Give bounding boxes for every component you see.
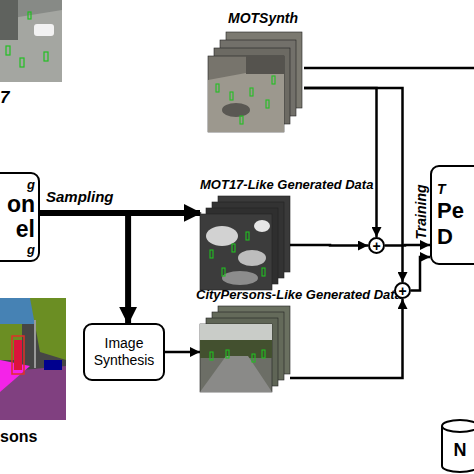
node-text: Image Synthesis — [85, 335, 163, 369]
image-stack: CityPersons-Like Generated Data — [200, 306, 290, 392]
connector-arrow — [385, 244, 430, 247]
process-box: TPeD — [430, 165, 474, 265]
node-text: CityPersons-Like Generated Data — [196, 287, 402, 302]
database-node: N — [442, 430, 474, 470]
node-text: + — [372, 239, 380, 253]
connector-arrow — [290, 299, 403, 378]
node-text: g — [27, 177, 35, 192]
segmentation-frame: sons — [0, 298, 66, 420]
connector-arrow — [165, 351, 200, 354]
process-box: Image Synthesis — [83, 323, 165, 381]
node-text: MOT17-Like Generated Data — [200, 177, 373, 192]
connector-arrow — [40, 213, 128, 323]
node-text: N — [454, 440, 467, 460]
node-text: Pe — [437, 198, 464, 224]
connector-arrow — [411, 257, 430, 291]
node-text: sons — [0, 428, 37, 446]
sum-circle: + — [368, 237, 385, 254]
node-text: on — [7, 192, 35, 217]
sum-circle: + — [394, 282, 411, 299]
connector-arrow — [40, 210, 200, 216]
segmentation-map — [0, 298, 66, 420]
node-text: D — [437, 224, 453, 250]
image-stack: MOT17-Like Generated Data — [200, 196, 290, 290]
photo-frame: 7 — [0, 0, 62, 82]
process-box: gonelg — [0, 172, 40, 262]
node-text: el — [16, 217, 35, 242]
street-photo — [0, 0, 62, 82]
node-text: + — [398, 284, 406, 298]
image-stack — [200, 306, 290, 392]
node-text: T — [437, 180, 446, 198]
image-stack — [200, 196, 290, 290]
node-text: MOTSynth — [228, 10, 298, 26]
image-stack: MOTSynth — [208, 32, 304, 132]
node-text: 7 — [0, 88, 9, 108]
connector-arrow — [290, 244, 368, 247]
node-text: g — [27, 242, 35, 257]
connector-arrow — [304, 88, 377, 237]
wire — [304, 67, 474, 70]
side-label: Training — [413, 185, 429, 240]
database-icon — [442, 420, 474, 472]
image-stack — [208, 32, 302, 132]
edge-label: Sampling — [46, 188, 114, 205]
